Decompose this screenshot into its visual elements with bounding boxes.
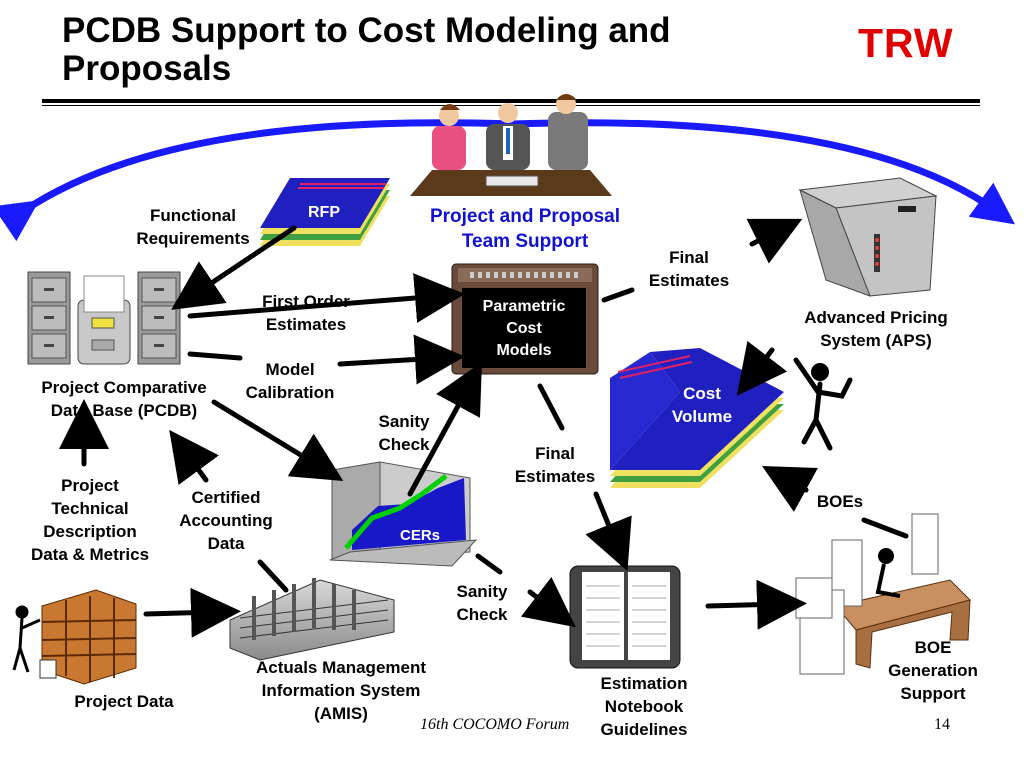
arrow-first-order	[187, 273, 465, 323]
arrow-acct-building	[257, 559, 289, 593]
advanced-pricing-label: Advanced Pricing System (APS)	[804, 308, 948, 350]
pcdb-label: Project Comparative Data Base (PCDB)	[41, 378, 207, 420]
cost-volume-book-icon	[610, 348, 784, 488]
arrow-model-calibration-2	[337, 334, 465, 385]
terminal-icon	[451, 263, 599, 375]
cers-label: CERs	[399, 527, 440, 544]
page-title: PCDB Support to Cost Modeling and Propos…	[62, 11, 671, 88]
arrow-boes-to-volume	[762, 466, 818, 512]
rfp-label: RFP	[308, 204, 340, 221]
boe-generation-label: BOE Generation Support	[888, 638, 978, 703]
file-cabinet-icon	[27, 271, 181, 365]
certified-accounting-label: Certified Accounting Data	[179, 488, 273, 553]
arrow-sanity-bottom-2	[520, 576, 576, 628]
trw-logo: TRW	[858, 20, 954, 66]
final-estimates-top-label: Final Estimates	[648, 248, 730, 290]
server-tower-icon	[798, 177, 938, 297]
arrow-final-mid-2	[585, 491, 632, 572]
page-number: 14	[934, 716, 950, 733]
title-rule	[42, 99, 980, 103]
stick-figure-icon	[793, 357, 853, 451]
cost-volume-label: Cost Volume	[671, 384, 733, 426]
shelves-icon	[12, 589, 137, 685]
arrow-notebook-to-boe	[705, 579, 807, 630]
arrow-final-top	[601, 287, 635, 303]
sanity-check-top-label: Sanity Check	[378, 412, 430, 454]
parametric-label: Parametric Cost Models	[482, 298, 566, 359]
arrow-final-top-2	[746, 218, 803, 264]
arrow-final-mid	[537, 383, 565, 431]
first-order-label: First Order Estimates	[262, 292, 350, 334]
functional-requirements-label: Functional Requirements	[136, 206, 250, 248]
team-support-label: Project and Proposal Team Support	[429, 206, 621, 252]
sanity-check-bottom-label: Sanity Check	[456, 582, 508, 624]
footer-text: 16th COCOMO Forum	[420, 716, 570, 733]
building-icon	[229, 578, 395, 661]
cers-chart-icon	[329, 461, 478, 567]
estimation-notebook-label: Estimation Notebook Guidelines	[600, 674, 688, 739]
project-data-label: Project Data	[74, 692, 174, 711]
arrow-pcdb-to-cers	[211, 399, 344, 482]
arrow-sanity-up	[407, 362, 482, 497]
project-technical-label: Project Technical Description Data & Met…	[30, 476, 150, 564]
meeting-clipart-icon	[410, 94, 612, 196]
arrow-model-calibration	[187, 351, 243, 361]
arrow-sanity-bottom	[475, 553, 503, 575]
boes-label: BOEs	[816, 492, 864, 511]
final-estimates-mid-label: Final Estimates	[514, 444, 596, 486]
arrow-rfp-to-pcdb	[171, 225, 297, 310]
amis-label: Actuals Management Information System (A…	[255, 658, 427, 723]
arrow-aps-to-volume	[736, 340, 788, 396]
model-calibration-label: Model Calibration	[245, 360, 335, 402]
arrow-boe-line	[861, 517, 909, 539]
arrow-projectdata	[143, 587, 241, 638]
arrow-acct-up	[169, 429, 219, 485]
notebook-icon	[569, 565, 681, 669]
